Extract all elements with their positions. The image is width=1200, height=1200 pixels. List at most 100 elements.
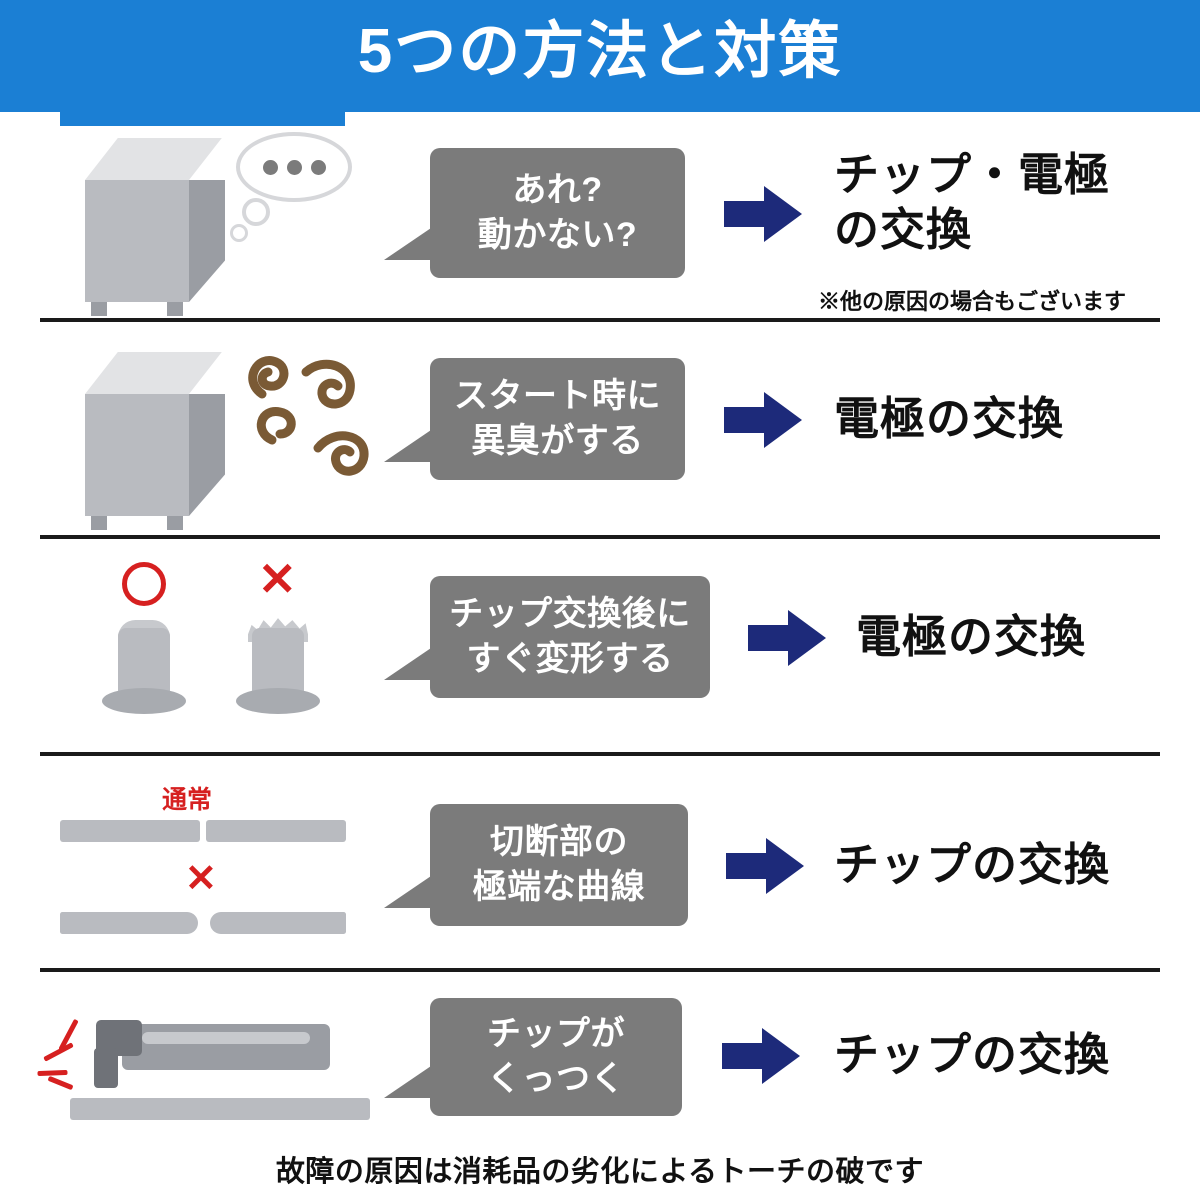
- machine-odor-icon: [85, 352, 225, 532]
- row-2-speech-bubble: スタート時に 異臭がする: [384, 358, 685, 480]
- row-4-bubble-line-1: 切断部の: [490, 823, 628, 862]
- thought-dot-1: [262, 159, 278, 175]
- row-1-result: チップ・電極 の交換: [834, 148, 1110, 258]
- row-1-arrow-shaft: [724, 201, 768, 227]
- torch-barrel-highlight: [142, 1032, 310, 1044]
- machine-foot-right: [167, 516, 183, 530]
- divider-3: [40, 752, 1160, 756]
- row-1-arrow-head: [764, 186, 802, 242]
- row-3-icon-area: ✕: [40, 548, 410, 740]
- row-4-right-arrow-icon: [726, 838, 804, 894]
- row-4-bar-normal-right: [206, 820, 346, 842]
- thought-dot-2: [286, 159, 302, 175]
- divider-4: [40, 968, 1160, 972]
- row-5-speech-bubble: チップが くっつく: [384, 998, 682, 1116]
- row-3-right-arrow-icon: [748, 610, 826, 666]
- row-5-icon-area: [37, 980, 410, 1140]
- row-1-result-line-2: の交換: [834, 203, 973, 255]
- row-2-arrow-shaft: [724, 407, 768, 433]
- row-1: あれ? 動かない? チップ・電極 の交換 ※他の原因の場合もございます: [0, 126, 1200, 318]
- machine-side-face: [189, 180, 225, 302]
- row-2: スタート時に 異臭がする 電極の交換: [0, 330, 1200, 530]
- row-4-result: チップの交換: [834, 838, 1110, 893]
- row-4: 通常 ✕ 切断部の 極端な曲線 チップの交換: [0, 764, 1200, 964]
- machine-side-face: [189, 394, 225, 516]
- torch-work-plate: [70, 1098, 370, 1120]
- row-4-speech-bubble: 切断部の 極端な曲線: [384, 804, 688, 926]
- row-5-result-line-1: チップの交換: [834, 1029, 1111, 1080]
- row-4-bubble-tail: [384, 874, 434, 908]
- row-1-note: ※他の原因の場合もございます: [818, 289, 1127, 314]
- torch-nozzle: [94, 1048, 118, 1088]
- machine-foot-left: [91, 516, 107, 530]
- row-1-bubble-line-2: 動かない?: [477, 216, 638, 254]
- row-4-arrow-shaft: [726, 853, 770, 879]
- thought-bubble-blob: [236, 132, 352, 202]
- row-1-bubble-line-1: あれ?: [512, 171, 603, 210]
- machine-foot-right: [167, 302, 183, 316]
- circle-ok-mark: [122, 562, 166, 606]
- machine-top-face: [85, 352, 222, 394]
- row-3-arrow-shaft: [748, 625, 792, 651]
- row-4-icon-area: 通常 ✕: [40, 764, 410, 964]
- machine-front-face: [85, 394, 189, 516]
- row-4-bar-bad-left: [60, 912, 198, 934]
- machine-front-face: [85, 180, 189, 302]
- row-3-bubble-line-1: チップ交換後に: [449, 595, 691, 634]
- row-3-speech-bubble: チップ交換後に すぐ変形する: [384, 576, 710, 698]
- row-2-result: 電極の交換: [834, 392, 1064, 447]
- row-2-right-arrow-icon: [724, 392, 802, 448]
- row-4-bar-normal-left: [60, 820, 200, 842]
- row-5-arrow-head: [762, 1028, 800, 1084]
- row-2-bubble-tail: [384, 428, 434, 462]
- electrode-tip-bad-icon: [236, 614, 320, 714]
- row-4-arrow-head: [766, 838, 804, 894]
- row-4-bubble-line-2: 極端な曲線: [472, 868, 646, 906]
- thought-dot-3: [310, 159, 326, 175]
- divider-2: [40, 535, 1160, 539]
- row-2-bubble-line-1: スタート時に: [454, 377, 661, 416]
- odor-squiggle-icon: [232, 336, 392, 486]
- row-2-arrow-head: [764, 392, 802, 448]
- thought-bubble-icon: [230, 132, 366, 252]
- spark-3: [37, 1069, 68, 1077]
- row-3-result-line-1: 電極の交換: [856, 611, 1087, 662]
- machine-top-face: [85, 138, 222, 180]
- row-1-bubble-tail: [384, 226, 434, 260]
- thought-bubble-small-2: [230, 224, 248, 242]
- row-4-cross-ng-mark: ✕: [185, 858, 217, 900]
- header-banner: 5つの方法と対策: [0, 0, 1200, 112]
- row-4-result-line-1: チップの交換: [834, 839, 1111, 890]
- row-4-bar-bad-right: [210, 912, 346, 934]
- row-3-bubble-tail: [384, 646, 434, 680]
- footer-note: 故障の原因は消耗品の劣化によるトーチの破です: [275, 1156, 925, 1188]
- spark-2: [43, 1042, 74, 1062]
- row-4-normal-label: 通常: [162, 786, 213, 814]
- row-5-arrow-shaft: [722, 1043, 766, 1069]
- divider-1: [40, 318, 1160, 322]
- torch-barrel: [122, 1024, 330, 1070]
- row-5-right-arrow-icon: [722, 1028, 800, 1084]
- row-1-speech-bubble: あれ? 動かない?: [384, 148, 685, 278]
- row-5-result: チップの交換: [834, 1028, 1110, 1083]
- row-5: チップが くっつく チップの交換: [0, 980, 1200, 1140]
- row-2-result-line-1: 電極の交換: [834, 393, 1065, 444]
- row-2-icon-area: [40, 330, 410, 530]
- header-tab-accent: [60, 112, 345, 126]
- electrode-tip-bad-base: [236, 688, 320, 714]
- electrode-tip-good-base: [102, 688, 186, 714]
- page-title: 5つの方法と対策: [357, 17, 843, 86]
- row-5-bubble-line-2: くっつく: [487, 1060, 625, 1098]
- row-3-bubble-line-2: すぐ変形する: [466, 640, 674, 678]
- spark-4: [47, 1075, 74, 1091]
- row-3: ✕ チップ交換後に すぐ変形する 電極の交換: [0, 548, 1200, 740]
- cross-ng-mark: ✕: [258, 553, 297, 605]
- row-1-icon-area: [40, 126, 410, 318]
- row-3-result: 電極の交換: [856, 610, 1086, 665]
- electrode-tip-good-icon: [102, 614, 186, 714]
- torch-spark-icon: [37, 1014, 380, 1134]
- row-1-right-arrow-icon: [724, 186, 802, 242]
- row-5-bubble-tail: [384, 1064, 434, 1098]
- machine-thinking-icon: [85, 138, 225, 318]
